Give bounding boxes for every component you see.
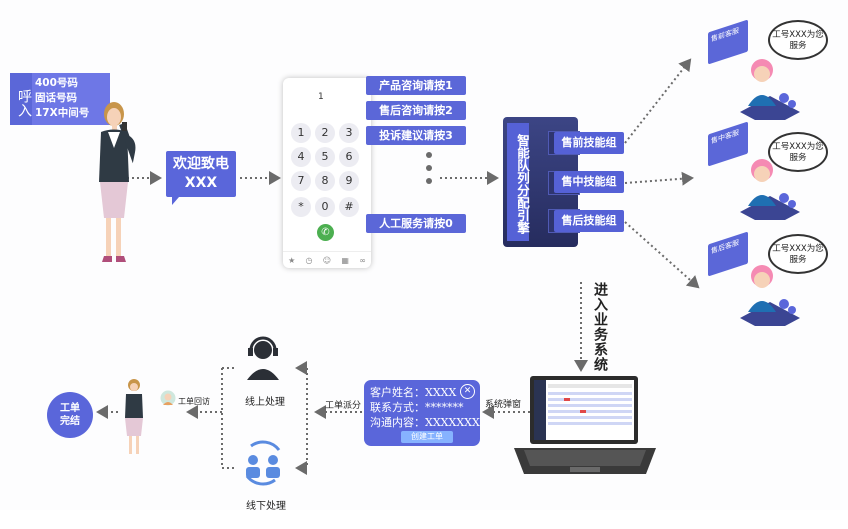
- laptop-illustration: [514, 376, 656, 474]
- close-icon[interactable]: ✕: [460, 384, 475, 399]
- skill-group-insale: 售中技能组: [554, 171, 624, 193]
- agent-headset-illustration-3: [740, 265, 800, 326]
- call-in-label: 呼入: [10, 73, 32, 125]
- offline-meeting-icon: [245, 440, 281, 486]
- call-in-line-1: 400号码: [35, 77, 78, 89]
- welcome-prompt: 欢迎致电XXX: [166, 151, 236, 205]
- phone-tabbar: ★ ◷ ☺ ▦ ∞: [283, 251, 371, 268]
- callback-woman-illustration: [125, 379, 143, 454]
- agent-speech-1: 工号XXX为您服务: [768, 20, 828, 60]
- key-7[interactable]: 7: [291, 171, 311, 191]
- key-6[interactable]: 6: [339, 147, 359, 167]
- key-3[interactable]: 3: [339, 123, 359, 143]
- ticket-completed-circle: 工单完结: [47, 392, 93, 438]
- menu-option-0: 人工服务请按0: [366, 214, 466, 233]
- arrow-to-agent-1: [624, 58, 692, 144]
- agent-speech-3: 工号XXX为您服务: [768, 234, 828, 274]
- enter-system-label: 进入业务系统: [592, 282, 608, 372]
- agent-aftersale: 售后客服 工号XXX为您服务: [700, 226, 840, 326]
- arrow-to-agent-2: [624, 171, 694, 186]
- callback-label: 工单回访: [178, 397, 210, 406]
- skill-group-presale: 售前技能组: [554, 132, 624, 154]
- menu-option-2: 售后咨询请按2: [366, 101, 466, 120]
- call-in-line-3: 17X中间号: [35, 107, 90, 119]
- key-star[interactable]: *: [291, 197, 311, 217]
- customer-popup-card: 客户姓名：XXXX 联系方式：******* 沟通内容：XXXXXXX ✕ 创建…: [364, 380, 480, 446]
- key-9[interactable]: 9: [339, 171, 359, 191]
- popup-field-contact: 联系方式：*******: [370, 401, 464, 414]
- call-icon[interactable]: ✆: [317, 224, 334, 241]
- voicemail-icon[interactable]: ∞: [359, 255, 366, 265]
- agent-speech-2: 工号XXX为您服务: [768, 132, 828, 172]
- key-4[interactable]: 4: [291, 147, 311, 167]
- engine-title: 智能队列分配引擎: [507, 123, 530, 241]
- caller-woman-illustration: [99, 102, 136, 262]
- menu-option-3: 投诉建议请按3: [366, 126, 466, 145]
- star-icon[interactable]: ★: [288, 255, 296, 265]
- popup-field-name: 客户姓名：XXXX: [370, 386, 457, 399]
- dispatch-label: 工单派分: [325, 401, 362, 411]
- popup-label: 系统弹窗: [485, 400, 522, 410]
- online-processing-label: 线上处理: [245, 397, 285, 408]
- ticket-completed-label: 工单完结: [60, 403, 80, 427]
- key-2[interactable]: 2: [315, 123, 335, 143]
- create-ticket-button[interactable]: 创建工单: [401, 431, 453, 443]
- phone-keypad: 1 1 2 3 4 5 6 7 8 9 * 0 # ✆ ★ ◷ ☺ ▦ ∞: [283, 78, 371, 268]
- agent-headset-illustration-1: [740, 59, 800, 120]
- popup-field-content: 沟通内容：XXXXXXX: [370, 416, 480, 429]
- key-5[interactable]: 5: [315, 147, 335, 167]
- contacts-icon[interactable]: ☺: [322, 255, 332, 265]
- dialed-digit: 1: [318, 92, 324, 102]
- callback-avatar-icon: [160, 390, 176, 406]
- key-0[interactable]: 0: [315, 197, 335, 217]
- call-in-badge: 呼入 400号码 固话号码 17X中间号: [10, 73, 110, 125]
- clock-icon[interactable]: ◷: [305, 255, 313, 265]
- key-8[interactable]: 8: [315, 171, 335, 191]
- agent-headset-illustration-2: [740, 159, 800, 220]
- menu-ellipsis: [426, 152, 432, 191]
- key-1[interactable]: 1: [291, 123, 311, 143]
- agent-presale: 售前客服 工号XXX为您服务: [700, 19, 840, 120]
- arrow-to-agent-3: [624, 221, 700, 289]
- headset-operator-icon: [247, 336, 279, 380]
- offline-processing-label: 线下处理: [246, 501, 286, 512]
- agent-insale: 售中客服 工号XXX为您服务: [700, 118, 840, 220]
- call-in-number-types: 400号码 固话号码 17X中间号: [32, 73, 110, 125]
- skill-group-aftersale: 售后技能组: [554, 210, 624, 232]
- key-hash[interactable]: #: [339, 197, 359, 217]
- keypad-icon[interactable]: ▦: [341, 255, 349, 265]
- menu-option-1: 产品咨询请按1: [366, 76, 466, 95]
- call-in-line-2: 固话号码: [35, 92, 77, 104]
